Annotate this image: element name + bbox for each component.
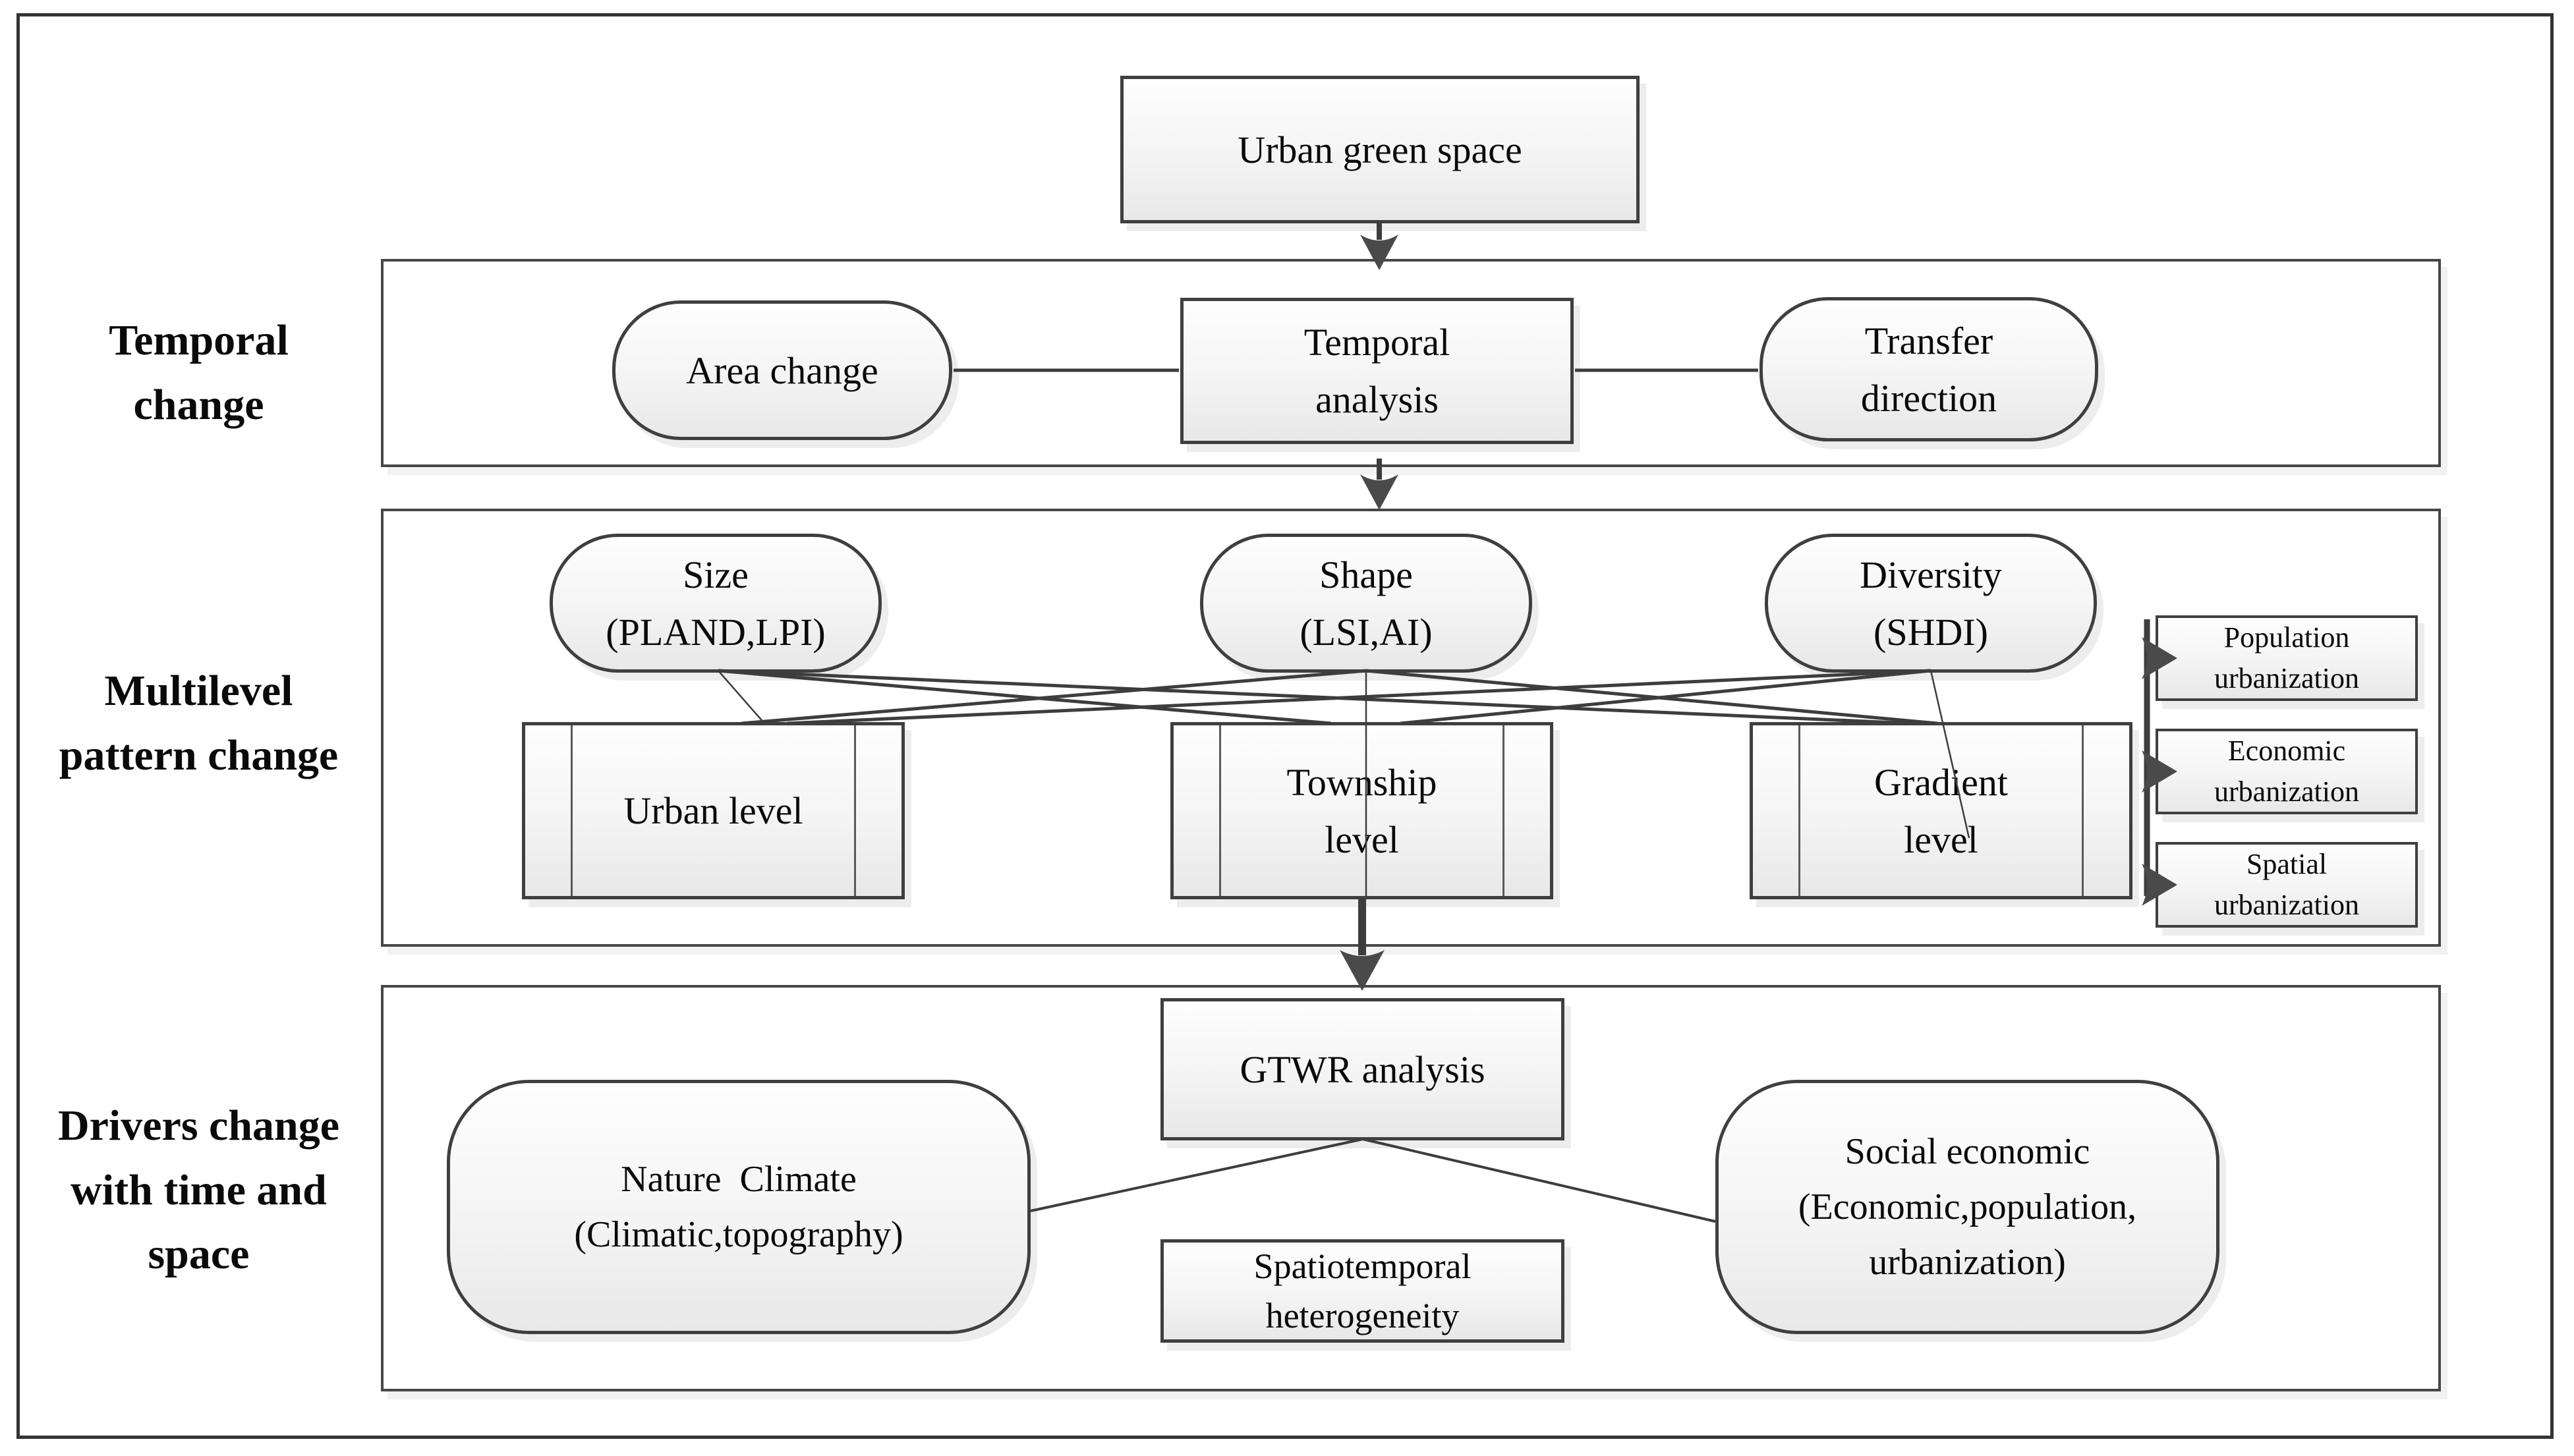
node-urban-level: Urban level	[522, 722, 905, 899]
node-label: urbanization	[2214, 889, 2359, 921]
subroutine-line	[2082, 725, 2084, 896]
node-area-change: Area change	[612, 300, 952, 440]
node-label: Nature Climate	[621, 1159, 857, 1200]
row-label-temporal-change: Temporal change	[16, 308, 381, 437]
node-nature-climate: Nature Climate (Climatic,topography)	[447, 1080, 1031, 1334]
node-label: urbanization)	[1869, 1242, 2066, 1283]
node-temporal-analysis: Temporal analysis	[1180, 298, 1574, 444]
node-label: Area change	[686, 349, 878, 392]
node-label: urbanization	[2214, 775, 2359, 808]
node-spatial-urbanization: Spatial urbanization	[2156, 842, 2418, 928]
node-label: Size	[683, 553, 749, 596]
row-label-multilevel-pattern-change: Multilevel pattern change	[16, 659, 381, 787]
node-shape-lsi-ai: Shape (LSI,AI)	[1200, 534, 1532, 673]
row-label-drivers-change: Drivers change with time and space	[16, 1094, 381, 1287]
row-label-line: Drivers change	[57, 1102, 340, 1150]
node-label: Population	[2223, 621, 2350, 654]
node-label: Township	[1286, 760, 1437, 804]
node-diversity-shdi: Diversity (SHDI)	[1765, 534, 2097, 673]
node-label: Economic	[2227, 734, 2346, 767]
node-size-pland-lpi: Size (PLAND,LPI)	[550, 534, 882, 673]
node-label: heterogeneity	[1265, 1295, 1460, 1335]
subroutine-line	[1502, 725, 1505, 896]
subroutine-line	[1218, 725, 1221, 896]
row-label-line: pattern change	[59, 731, 339, 779]
row-label-line: space	[148, 1230, 250, 1279]
subroutine-line	[570, 725, 573, 896]
node-label: (LSI,AI)	[1300, 610, 1433, 654]
node-label: Shape	[1319, 553, 1413, 596]
node-label: (Climatic,topography)	[574, 1214, 903, 1255]
node-gradient-level: Gradient level	[1750, 722, 2132, 899]
node-label: level	[1904, 818, 1978, 861]
node-label: analysis	[1315, 378, 1439, 421]
node-township-level: Township level	[1170, 722, 1553, 899]
node-gtwr-analysis: GTWR analysis	[1160, 998, 1564, 1140]
node-label: Spatiotemporal	[1253, 1246, 1472, 1286]
node-label: (PLAND,LPI)	[606, 610, 826, 654]
row-label-line: Multilevel	[104, 667, 293, 715]
node-label: Diversity	[1860, 553, 2002, 596]
node-label: Urban green space	[1238, 128, 1522, 171]
node-label: Gradient	[1874, 760, 2008, 804]
subroutine-line	[1798, 725, 1800, 896]
node-label: (SHDI)	[1873, 610, 1988, 654]
node-urban-green-space: Urban green space	[1120, 76, 1640, 223]
node-label: direction	[1860, 376, 1997, 420]
node-social-economic: Social economic (Economic,population, ur…	[1715, 1080, 2219, 1334]
node-label: GTWR analysis	[1240, 1048, 1485, 1091]
node-population-urbanization: Population urbanization	[2156, 615, 2418, 701]
node-label: Temporal	[1303, 321, 1450, 364]
node-label: Social economic	[1845, 1131, 2090, 1172]
node-label: Urban level	[623, 789, 803, 832]
node-spatiotemporal-heterogeneity: Spatiotemporal heterogeneity	[1160, 1239, 1564, 1343]
row-label-line: change	[133, 380, 264, 429]
node-label: Spatial	[2246, 847, 2328, 880]
node-economic-urbanization: Economic urbanization	[2156, 729, 2418, 814]
node-label: Transfer	[1864, 319, 1993, 362]
row-label-line: Temporal	[109, 316, 289, 364]
node-label: (Economic,population,	[1798, 1187, 2137, 1227]
subroutine-line	[854, 725, 857, 896]
node-label: level	[1325, 818, 1399, 861]
node-transfer-direction: Transfer direction	[1759, 297, 2098, 441]
node-label: urbanization	[2214, 662, 2359, 694]
row-label-line: with time and	[71, 1165, 327, 1214]
